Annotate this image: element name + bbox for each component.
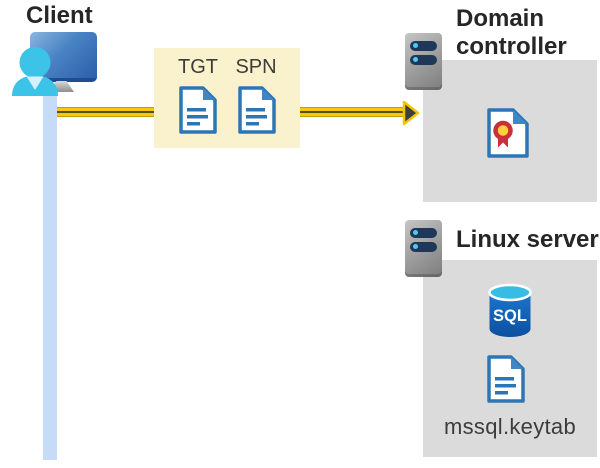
tgt-document-icon	[178, 85, 218, 135]
client-lifeline	[43, 92, 57, 460]
sql-badge-text: SQL	[493, 307, 527, 325]
linux-server-icon	[405, 220, 442, 277]
linux-server-title: Linux server	[456, 226, 599, 253]
server-led-icon	[413, 57, 418, 63]
spn-label: SPN	[235, 56, 277, 78]
domain-controller-server-icon	[405, 33, 442, 90]
sql-database-icon: SQL	[487, 283, 533, 339]
server-led-icon	[413, 230, 418, 236]
server-led-icon	[413, 244, 418, 250]
server-slot	[410, 242, 437, 252]
server-led-icon	[413, 43, 418, 49]
spn-document-icon	[237, 85, 277, 135]
auth-request-arrowhead-icon	[402, 100, 420, 126]
server-slot	[410, 228, 437, 238]
domain-controller-title: Domain controller	[456, 5, 567, 60]
person-icon	[12, 46, 58, 96]
keytab-document-icon	[486, 354, 526, 404]
client-title: Client	[26, 2, 93, 29]
server-slot	[410, 55, 437, 65]
monitor-stand-icon	[49, 81, 74, 92]
certificate-icon	[486, 107, 530, 159]
tgt-label: TGT	[178, 56, 218, 78]
keytab-filename-label: mssql.keytab	[444, 414, 576, 439]
server-slot	[410, 41, 437, 51]
